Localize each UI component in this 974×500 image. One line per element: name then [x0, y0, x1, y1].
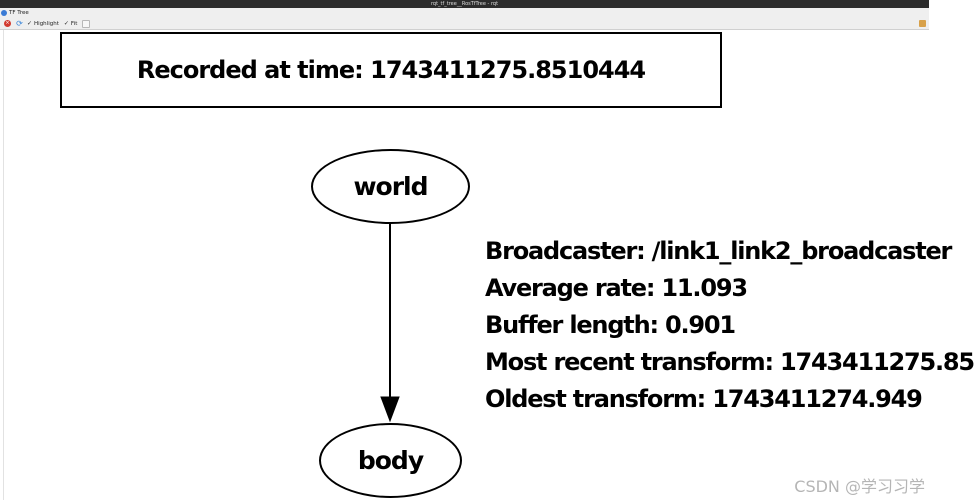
- highlight-label: Highlight: [34, 20, 59, 27]
- frame-label-body: body: [357, 446, 424, 475]
- edge-broadcaster: Broadcaster: /link1_link2_broadcaster: [485, 237, 952, 265]
- edge-buffer-length: Buffer length: 0.901: [485, 311, 736, 339]
- save-image-button[interactable]: [82, 19, 91, 28]
- frame-node-world[interactable]: world: [311, 149, 470, 224]
- stop-button[interactable]: ×: [3, 19, 12, 28]
- fit-check-icon: ✓: [63, 20, 69, 27]
- timestamp-box: Recorded at time: 1743411275.8510444: [60, 32, 722, 108]
- frame-label-world: world: [353, 172, 428, 201]
- refresh-icon: ⟳: [16, 19, 23, 28]
- plugin-header: TF Tree: [0, 8, 929, 18]
- edge-arrowhead: [380, 396, 400, 423]
- edge-oldest: Oldest transform: 1743411274.949: [485, 385, 923, 413]
- canvas-border: [3, 30, 4, 500]
- tf-tree-icon: [1, 10, 7, 16]
- plugin-title: TF Tree: [9, 10, 29, 16]
- refresh-button[interactable]: ⟳: [15, 19, 24, 28]
- fit-checkbox[interactable]: ✓ Fit: [64, 20, 77, 27]
- fit-label: Fit: [70, 20, 78, 27]
- window-title: rqt_tf_tree__RosTfTree - rqt: [430, 1, 499, 7]
- edge-most-recent: Most recent transform: 1743411275.85: [485, 348, 974, 376]
- tf-graph-canvas[interactable]: [0, 30, 929, 500]
- stop-icon: ×: [4, 20, 11, 27]
- tf-edge: [380, 224, 400, 423]
- toolbar: × ⟳ ✓ Highlight ✓ Fit: [0, 18, 929, 30]
- timestamp-text: Recorded at time: 1743411275.8510444: [136, 56, 646, 84]
- edge-average-rate: Average rate: 11.093: [485, 274, 748, 302]
- watermark: CSDN @学习习学: [794, 477, 925, 496]
- window-title-bar: rqt_tf_tree__RosTfTree - rqt: [0, 0, 929, 8]
- edge-info: Broadcaster: /link1_link2_broadcaster Av…: [485, 233, 974, 418]
- highlight-checkbox[interactable]: ✓ Highlight: [27, 20, 59, 27]
- highlight-check-icon: ✓: [27, 20, 33, 27]
- plugin-options-icon[interactable]: [919, 20, 926, 27]
- frame-node-body[interactable]: body: [319, 423, 462, 498]
